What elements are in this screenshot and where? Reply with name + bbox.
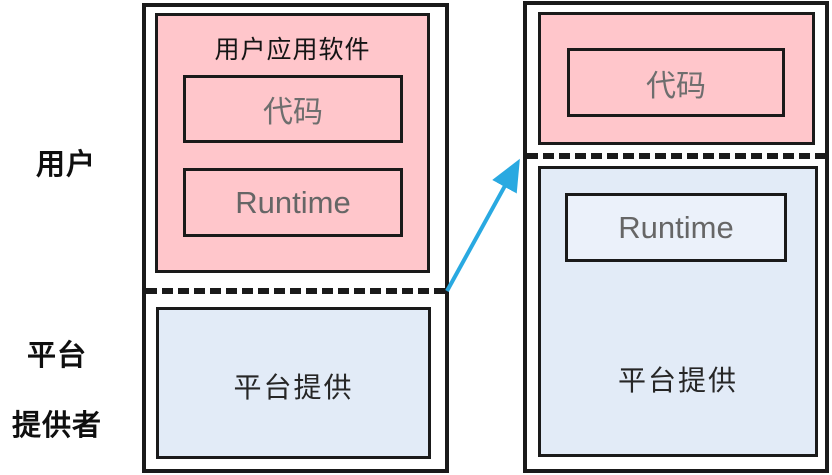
- right-code-label: 代码: [646, 69, 706, 103]
- left-platform-box: 平台提供: [156, 307, 431, 459]
- right-runtime-box: Runtime: [565, 193, 787, 262]
- left-code-box: 代码: [183, 75, 403, 143]
- label-platform-row-line1: 平台: [26, 340, 87, 372]
- left-code-label: 代码: [263, 96, 323, 129]
- runtime-move-arrow-icon: [445, 158, 520, 292]
- left-user-app-title: 用户应用软件: [214, 36, 371, 64]
- right-platform-divider-dashed: [527, 153, 829, 159]
- left-platform-label: 平台提供: [233, 372, 354, 403]
- right-code-box: 代码: [567, 48, 785, 117]
- left-runtime-box: Runtime: [183, 168, 403, 237]
- left-runtime-label: Runtime: [235, 184, 351, 220]
- left-platform-divider-dashed: [146, 288, 445, 294]
- right-runtime-label: Runtime: [618, 209, 734, 245]
- right-platform-label: 平台提供: [617, 365, 738, 396]
- label-user-row: 用户: [35, 149, 96, 181]
- label-platform-row-line2: 提供者: [11, 410, 102, 442]
